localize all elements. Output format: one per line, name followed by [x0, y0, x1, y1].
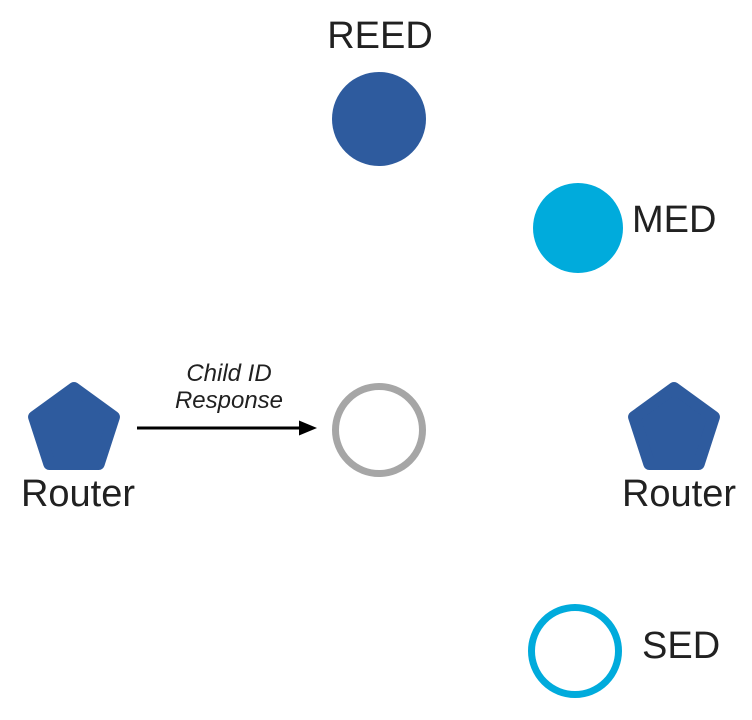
pentagon-shape [28, 382, 120, 470]
med-node-circle [533, 183, 623, 273]
router-right-pentagon [628, 382, 720, 470]
node-label-med: MED [632, 199, 717, 241]
node-label-router-left: Router [20, 473, 136, 515]
sed-node-circle [528, 604, 622, 698]
node-label-sed: SED [642, 625, 721, 667]
arrow-head-icon [299, 420, 317, 436]
node-label-router-right: Router [621, 473, 737, 515]
arrow-label-child-id-response: Child ID Response [174, 360, 284, 414]
pentagon-shape [628, 382, 720, 470]
child-placeholder-circle [332, 383, 426, 477]
child-id-response-arrow [137, 420, 317, 436]
node-label-reed: REED [327, 15, 433, 57]
reed-node-circle [332, 72, 426, 166]
router-left-pentagon [28, 382, 120, 470]
